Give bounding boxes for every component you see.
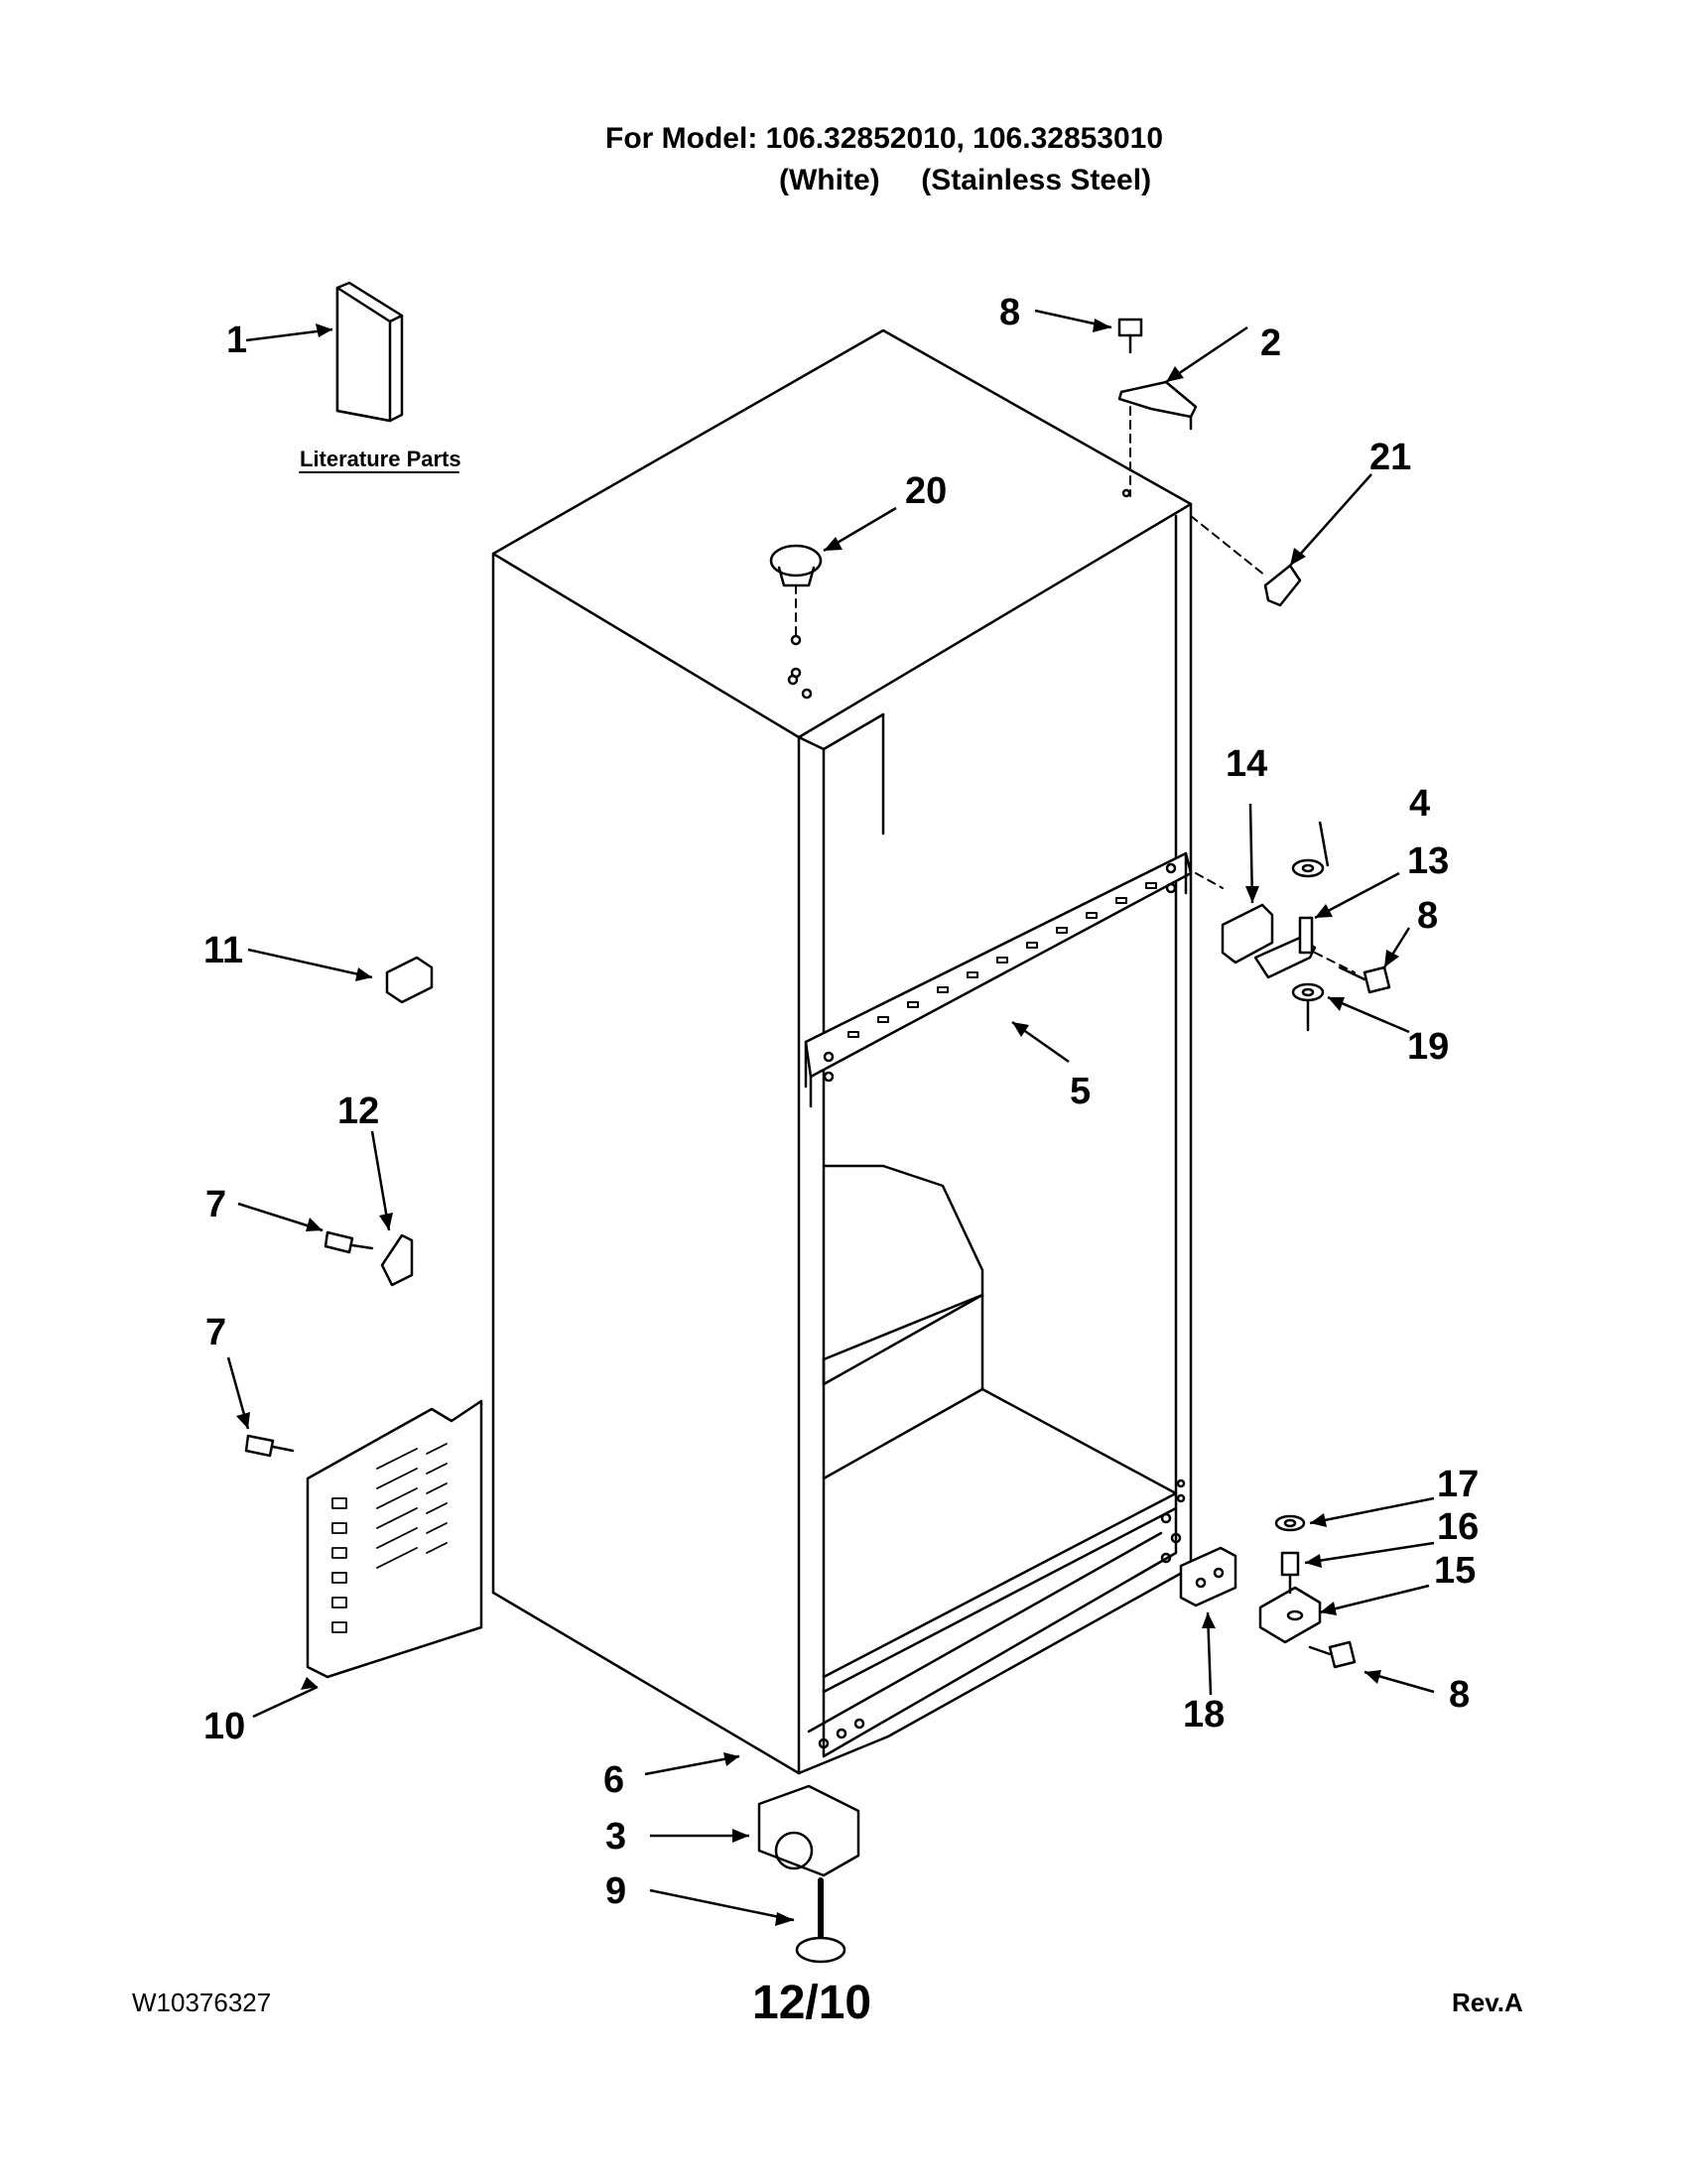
top-hinge-screw: [1117, 318, 1143, 354]
callout-7-lower: 7: [205, 1312, 226, 1353]
callout-3: 3: [605, 1816, 626, 1858]
document-date: 12/10: [752, 1977, 872, 2029]
callout-10: 10: [203, 1706, 245, 1747]
hinge-spacer-bottom: [1291, 982, 1325, 1032]
rear-access-panel: [306, 1399, 483, 1679]
clip-11: [385, 956, 434, 1004]
callout-4: 4: [1409, 783, 1430, 825]
callout-16: 16: [1437, 1506, 1479, 1548]
callout-11: 11: [203, 930, 243, 971]
callout-6: 6: [603, 1759, 624, 1801]
callout-7-upper: 7: [205, 1184, 226, 1225]
callout-17: 17: [1437, 1464, 1479, 1505]
bottom-hinge-washer: [1274, 1514, 1306, 1532]
callout-1: 1: [226, 320, 247, 361]
callout-2: 2: [1260, 322, 1281, 364]
callout-21: 21: [1369, 437, 1411, 478]
screw-7-lower: [244, 1434, 295, 1458]
bottom-hinge-pin: [1280, 1551, 1300, 1595]
revision-label: Rev.A: [1452, 1988, 1523, 2017]
callout-14: 14: [1226, 743, 1267, 785]
callout-15: 15: [1434, 1550, 1476, 1592]
callout-20: 20: [905, 470, 947, 512]
hinge-cap: [1263, 564, 1302, 607]
document-number: W10376327: [132, 1988, 272, 2017]
leader-lines: [226, 309, 1435, 1922]
bottom-hinge: [1258, 1586, 1322, 1644]
center-hinge: [1221, 903, 1317, 979]
literature-booklet: [335, 281, 404, 423]
bottom-hinge-screw: [1308, 1640, 1357, 1669]
bottom-hinge-shim: [1179, 1546, 1237, 1607]
callout-19: 19: [1407, 1026, 1449, 1068]
callout-8-top: 8: [999, 292, 1020, 333]
hole-plug: [769, 544, 823, 679]
center-hinge-screw: [1338, 965, 1391, 994]
callout-5: 5: [1070, 1071, 1091, 1112]
refrigerator-cabinet: [491, 328, 1193, 1775]
callout-13: 13: [1407, 840, 1449, 882]
callout-9: 9: [605, 1870, 626, 1912]
model-header: For Model: 106.32852010, 106.32853010: [605, 122, 1164, 155]
model-color-header: (White) (Stainless Steel): [779, 164, 1152, 196]
callout-8-bottom: 8: [1449, 1674, 1470, 1716]
callout-labels: 1 2 3 4 5 6 7 7 8 8 8 8 9 10 11 12 13 14…: [203, 292, 1479, 1912]
clip-12: [380, 1233, 414, 1287]
center-rail: [804, 851, 1193, 1108]
literature-parts-label: Literature Parts: [300, 447, 461, 471]
roller-assembly: [757, 1784, 860, 1877]
hinge-spacer-top: [1291, 858, 1325, 878]
callout-12: 12: [337, 1091, 379, 1132]
screw-7-upper: [324, 1230, 374, 1254]
callout-8-center: 8: [1417, 895, 1438, 937]
callout-18: 18: [1183, 1694, 1225, 1735]
leader-arrowheads: [236, 319, 1399, 1926]
leveling-screw: [795, 1877, 846, 1964]
